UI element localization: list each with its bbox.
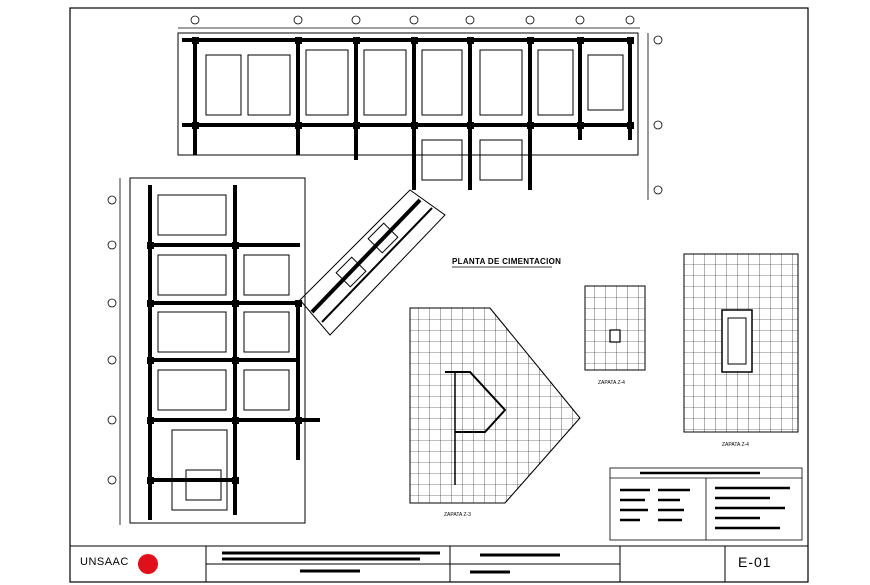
detail-z4-small-label: ZAPATA Z-4 [598, 380, 625, 386]
detail-z3-label: ZAPATA Z-3 [444, 512, 471, 518]
sheet-number: E-01 [738, 554, 772, 570]
logo-icon [138, 554, 158, 574]
axis-markers-left [107, 178, 121, 525]
detail-z4-large-label: ZAPATA Z-4 [722, 442, 749, 448]
foundation-plan [107, 15, 663, 525]
footings-west [157, 194, 290, 511]
institution-name: UNSAAC [80, 556, 129, 568]
axis-markers-top [178, 15, 640, 29]
wing-north-outline [177, 32, 639, 156]
notes-box [609, 467, 803, 541]
detail-z3 [409, 307, 581, 504]
columns [147, 37, 634, 484]
detail-z4-large [683, 253, 799, 433]
axis-markers-right [647, 33, 663, 200]
footings-north [205, 49, 624, 181]
wing-west-outline [129, 177, 306, 524]
wing-west-beams [148, 185, 320, 520]
detail-z4-small [584, 285, 646, 371]
title-block [69, 545, 809, 583]
plan-title: PLANTA DE CIMENTACION [452, 257, 561, 266]
wing-diagonal [299, 189, 446, 336]
